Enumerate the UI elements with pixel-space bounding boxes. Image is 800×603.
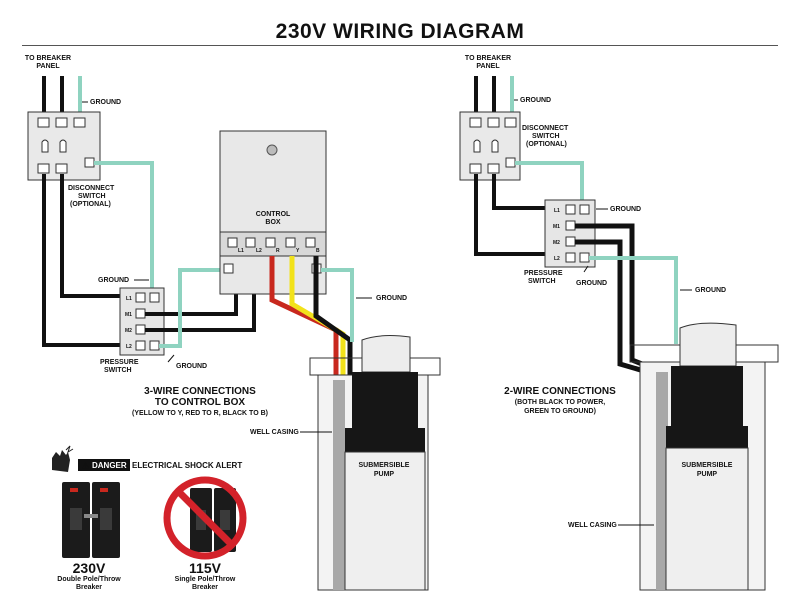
left-supply-wires xyxy=(42,76,82,118)
left-pump-label-1: SUBMERSIBLE xyxy=(359,462,410,469)
left-connections-note: (YELLOW TO Y, RED TO R, BLACK TO B) xyxy=(132,410,268,417)
left-disconnect-label-1: DISCONNECT xyxy=(68,185,115,192)
left-pressure-switch-label-1: PRESSURE xyxy=(100,359,139,366)
right-pressure-switch-label-2: SWITCH xyxy=(528,278,556,285)
right-pressure-switch xyxy=(544,199,596,268)
right-submersible-pump xyxy=(665,322,749,591)
left-control-box-label-1: CONTROL xyxy=(256,211,291,218)
right-disconnect-label-3: (OPTIONAL) xyxy=(526,141,567,148)
no-symbol-icon xyxy=(163,476,247,560)
right-ps-term-l1: L1 xyxy=(554,208,560,214)
left-submersible-pump xyxy=(344,335,426,591)
left-pressure-switch xyxy=(119,287,165,356)
double-pole-breaker-icon xyxy=(62,482,120,558)
right-breaker-panel-label-1: TO BREAKER xyxy=(465,55,511,62)
left-cb-term-r: R xyxy=(276,248,280,254)
right-connections-note-2: GREEN TO GROUND) xyxy=(524,408,596,415)
shock-hand-icon xyxy=(52,445,74,472)
breaker-115-label-2: Breaker xyxy=(192,584,218,591)
right-pressure-switch-label-1: PRESSURE xyxy=(524,270,563,277)
right-ground-top-label: GROUND xyxy=(520,97,551,104)
left-cb-term-y: Y xyxy=(296,248,300,254)
danger-badge: DANGER xyxy=(92,461,127,470)
left-cb-term-l1: L1 xyxy=(238,248,244,254)
left-ps-term-l2: L2 xyxy=(126,344,132,350)
right-supply-wires xyxy=(474,76,514,118)
right-ps-term-m1: M1 xyxy=(553,224,560,230)
danger-badge-bg xyxy=(78,459,130,471)
right-ground-ps-bottom-label: GROUND xyxy=(576,280,607,287)
title-divider xyxy=(22,45,778,46)
right-ground-ps-top-label: GROUND xyxy=(610,206,641,213)
left-disconnect-label-2: SWITCH xyxy=(78,193,106,200)
left-cb-term-l2: L2 xyxy=(256,248,262,254)
left-well-casing-label: WELL CASING xyxy=(250,429,299,436)
right-well-casing-label: WELL CASING xyxy=(568,522,617,529)
page-title: 230V WIRING DIAGRAM xyxy=(275,20,525,43)
left-ground-right-label: GROUND xyxy=(376,295,407,302)
right-breaker-panel-label-2: PANEL xyxy=(476,63,500,70)
right-connections-title: 2-WIRE CONNECTIONS xyxy=(504,386,616,397)
right-disconnect-label-2: SWITCH xyxy=(532,133,560,140)
breaker-115-label-1: Single Pole/Throw xyxy=(175,576,236,583)
warning-icon: ⚠ xyxy=(82,461,89,470)
left-cb-term-b: B xyxy=(316,248,320,254)
right-pump-label-2: PUMP xyxy=(697,471,718,478)
left-ground-ps-bottom-label: GROUND xyxy=(176,363,207,370)
left-pressure-switch-label-2: SWITCH xyxy=(104,367,132,374)
left-connections-title-1: 3-WIRE CONNECTIONS xyxy=(144,386,256,397)
right-connections-note-1: (BOTH BLACK TO POWER, xyxy=(515,399,606,406)
breaker-230-label-2: Breaker xyxy=(76,584,102,591)
left-ground-top-label: GROUND xyxy=(90,99,121,106)
danger-text: ELECTRICAL SHOCK ALERT xyxy=(132,461,242,470)
left-breaker-panel-label-2: PANEL xyxy=(36,63,60,70)
right-disconnect-to-ps-wires xyxy=(474,161,584,256)
left-breaker-panel-label-1: TO BREAKER xyxy=(25,55,71,62)
right-disconnect-switch xyxy=(459,111,521,181)
left-pump-label-2: PUMP xyxy=(374,471,395,478)
right-ground-right-label: GROUND xyxy=(695,287,726,294)
right-ps-term-m2: M2 xyxy=(553,240,560,246)
right-pump-label-1: SUBMERSIBLE xyxy=(682,462,733,469)
breaker-230-voltage: 230V xyxy=(73,560,106,576)
right-disconnect-label-1: DISCONNECT xyxy=(522,125,569,132)
left-control-box-label-2: BOX xyxy=(265,219,281,226)
left-disconnect-label-3: (OPTIONAL) xyxy=(70,201,111,208)
left-connections-title-2: TO CONTROL BOX xyxy=(155,397,246,408)
left-disconnect-to-ps-wires xyxy=(42,161,154,347)
left-ground-ps-bottom-arrow xyxy=(167,354,175,363)
breaker-230-label-1: Double Pole/Throw xyxy=(57,576,121,583)
left-disconnect-switch xyxy=(27,111,101,181)
right-ps-term-l2: L2 xyxy=(554,256,560,262)
left-ps-term-m1: M1 xyxy=(125,312,132,318)
right-ground-ps-bottom-arrow xyxy=(583,265,589,273)
left-ps-term-l1: L1 xyxy=(126,296,132,302)
breaker-115-voltage: 115V xyxy=(189,560,222,576)
left-ps-term-m2: M2 xyxy=(125,328,132,334)
left-ground-ps-top-label: GROUND xyxy=(98,277,129,284)
